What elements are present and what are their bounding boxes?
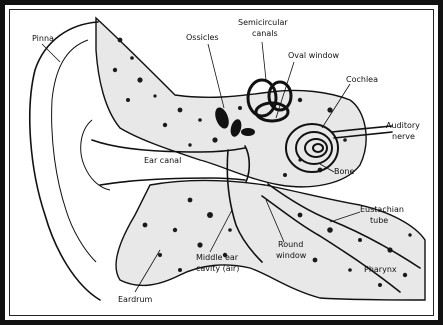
label-semicircular-1: Semicircular [238,18,288,27]
label-semicircular-2: canals [252,29,278,38]
label-pharynx: Pharynx [364,265,397,274]
lower-bone-mass [116,180,425,300]
label-ear-canal: Ear canal [144,156,181,165]
label-round-window-1: Round [278,240,303,249]
pinna-concha [81,120,110,190]
label-ossicles: Ossicles [186,33,219,42]
pinna-outline [30,22,100,300]
label-auditory-nerve-2: nerve [392,132,415,141]
pinna-inner-fold [52,40,96,262]
label-cochlea: Cochlea [346,75,378,84]
label-middle-ear-2: cavity (air) [196,264,239,273]
label-bone: Bone [334,167,354,176]
label-middle-ear-1: Middle ear [196,253,239,262]
label-oval-window: Oval window [288,51,340,60]
label-auditory-nerve-1: Auditory [386,121,420,130]
label-eustachian-tube-1: Eustachian [360,205,404,214]
label-pinna: Pinna [32,34,54,43]
label-eustachian-tube-2: tube [370,216,388,225]
label-round-window-2: window [276,251,307,260]
label-eardrum: Eardrum [118,295,153,304]
